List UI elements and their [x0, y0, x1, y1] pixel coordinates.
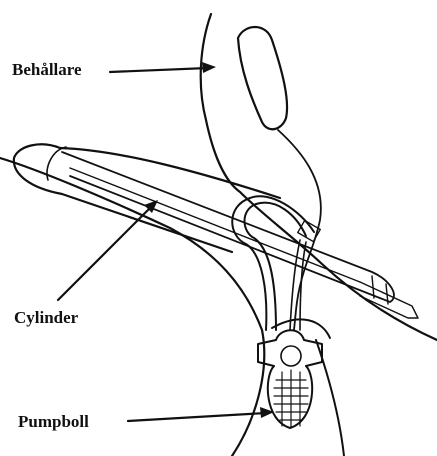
label-cylinder: Cylinder [14, 308, 79, 327]
label-reservoir: Behållare [12, 60, 82, 79]
cylinder-shaft [14, 144, 418, 318]
label-reservoir-group: Behållare [12, 60, 216, 79]
arrow-pump [128, 413, 266, 421]
arrowhead-reservoir [202, 62, 216, 73]
label-pump-group: Pumpboll [18, 407, 274, 431]
arrow-reservoir [110, 68, 208, 72]
arrow-cylinder [58, 206, 152, 300]
reservoir [238, 27, 321, 330]
label-pump: Pumpboll [18, 412, 89, 431]
